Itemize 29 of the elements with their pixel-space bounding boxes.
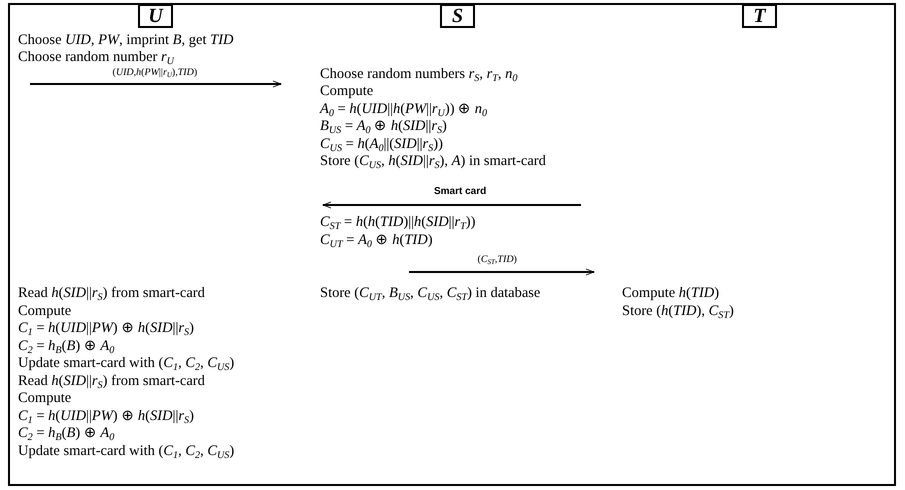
formula: B$_{US}$ = A$_{0}$ ⊕ h(SID||r$_{S}$) bbox=[320, 118, 447, 135]
participant-box: U bbox=[138, 4, 173, 28]
step-text: Choose UID, PW, imprint B, get TID bbox=[18, 32, 234, 49]
formula: C$_{US}$ = h(A$_{0}$||(SID||r$_{S}$)) bbox=[320, 136, 443, 153]
step-text: Read h(SID||r$_{S}$) from smart-card bbox=[18, 285, 205, 302]
formula: C$_{ST}$ = h(h(TID)||h(SID||r$_{T}$)) bbox=[320, 214, 476, 231]
step-text: Choose random number r$_{U}$ bbox=[18, 49, 174, 66]
step-text: Compute bbox=[320, 83, 374, 100]
formula: A$_{0}$ = h(UID||h(PW||r$_{U}$)) ⊕ n$_{0}$ bbox=[320, 101, 488, 118]
participant-box: S bbox=[440, 4, 475, 28]
step-text: Store (C$_{UT}$, B$_{US}$, C$_{US}$, C$_{ST}$) in database bbox=[320, 285, 540, 302]
formula: C$_{2}$ = h$_{B}$(B) ⊕ A$_{0}$ bbox=[18, 425, 114, 442]
step-text: Compute bbox=[18, 303, 72, 320]
formula: C$_{1}$ = h(UID||PW) ⊕ h(SID||r$_{S}$) bbox=[18, 408, 194, 425]
formula: C$_{2}$ = h$_{B}$(B) ⊕ A$_{0}$ bbox=[18, 338, 114, 355]
message-label: (UID,h(PW||r$_{U}$),TID) bbox=[112, 67, 198, 79]
step-text: Compute bbox=[18, 390, 72, 407]
step-text: Compute h(TID) bbox=[622, 285, 720, 302]
participant-box: T bbox=[742, 4, 777, 28]
formula: C$_{UT}$ = A$_{0}$ ⊕ h(TID) bbox=[320, 232, 433, 249]
formula: C$_{1}$ = h(UID||PW) ⊕ h(SID||r$_{S}$) bbox=[18, 320, 194, 337]
message-label: (C$_{ST}$,TID) bbox=[478, 254, 517, 266]
step-text: Store (C$_{US}$, h(SID||r$_{S}$), A) in smart-card bbox=[320, 153, 546, 170]
message-label: Smart card bbox=[434, 186, 486, 198]
step-text: Update smart-card with (C$_{1}$, C$_{2}$, C$_{US}$) bbox=[18, 443, 234, 460]
step-text: Read h(SID||r$_{S}$) from smart-card bbox=[18, 373, 205, 390]
step-text: Update smart-card with (C$_{1}$, C$_{2}$, C$_{US}$) bbox=[18, 355, 234, 372]
step-text: Store (h(TID), C$_{ST}$) bbox=[622, 303, 734, 320]
step-text: Choose random numbers r$_{S}$, r$_{T}$, n$_{0}$ bbox=[320, 66, 518, 83]
